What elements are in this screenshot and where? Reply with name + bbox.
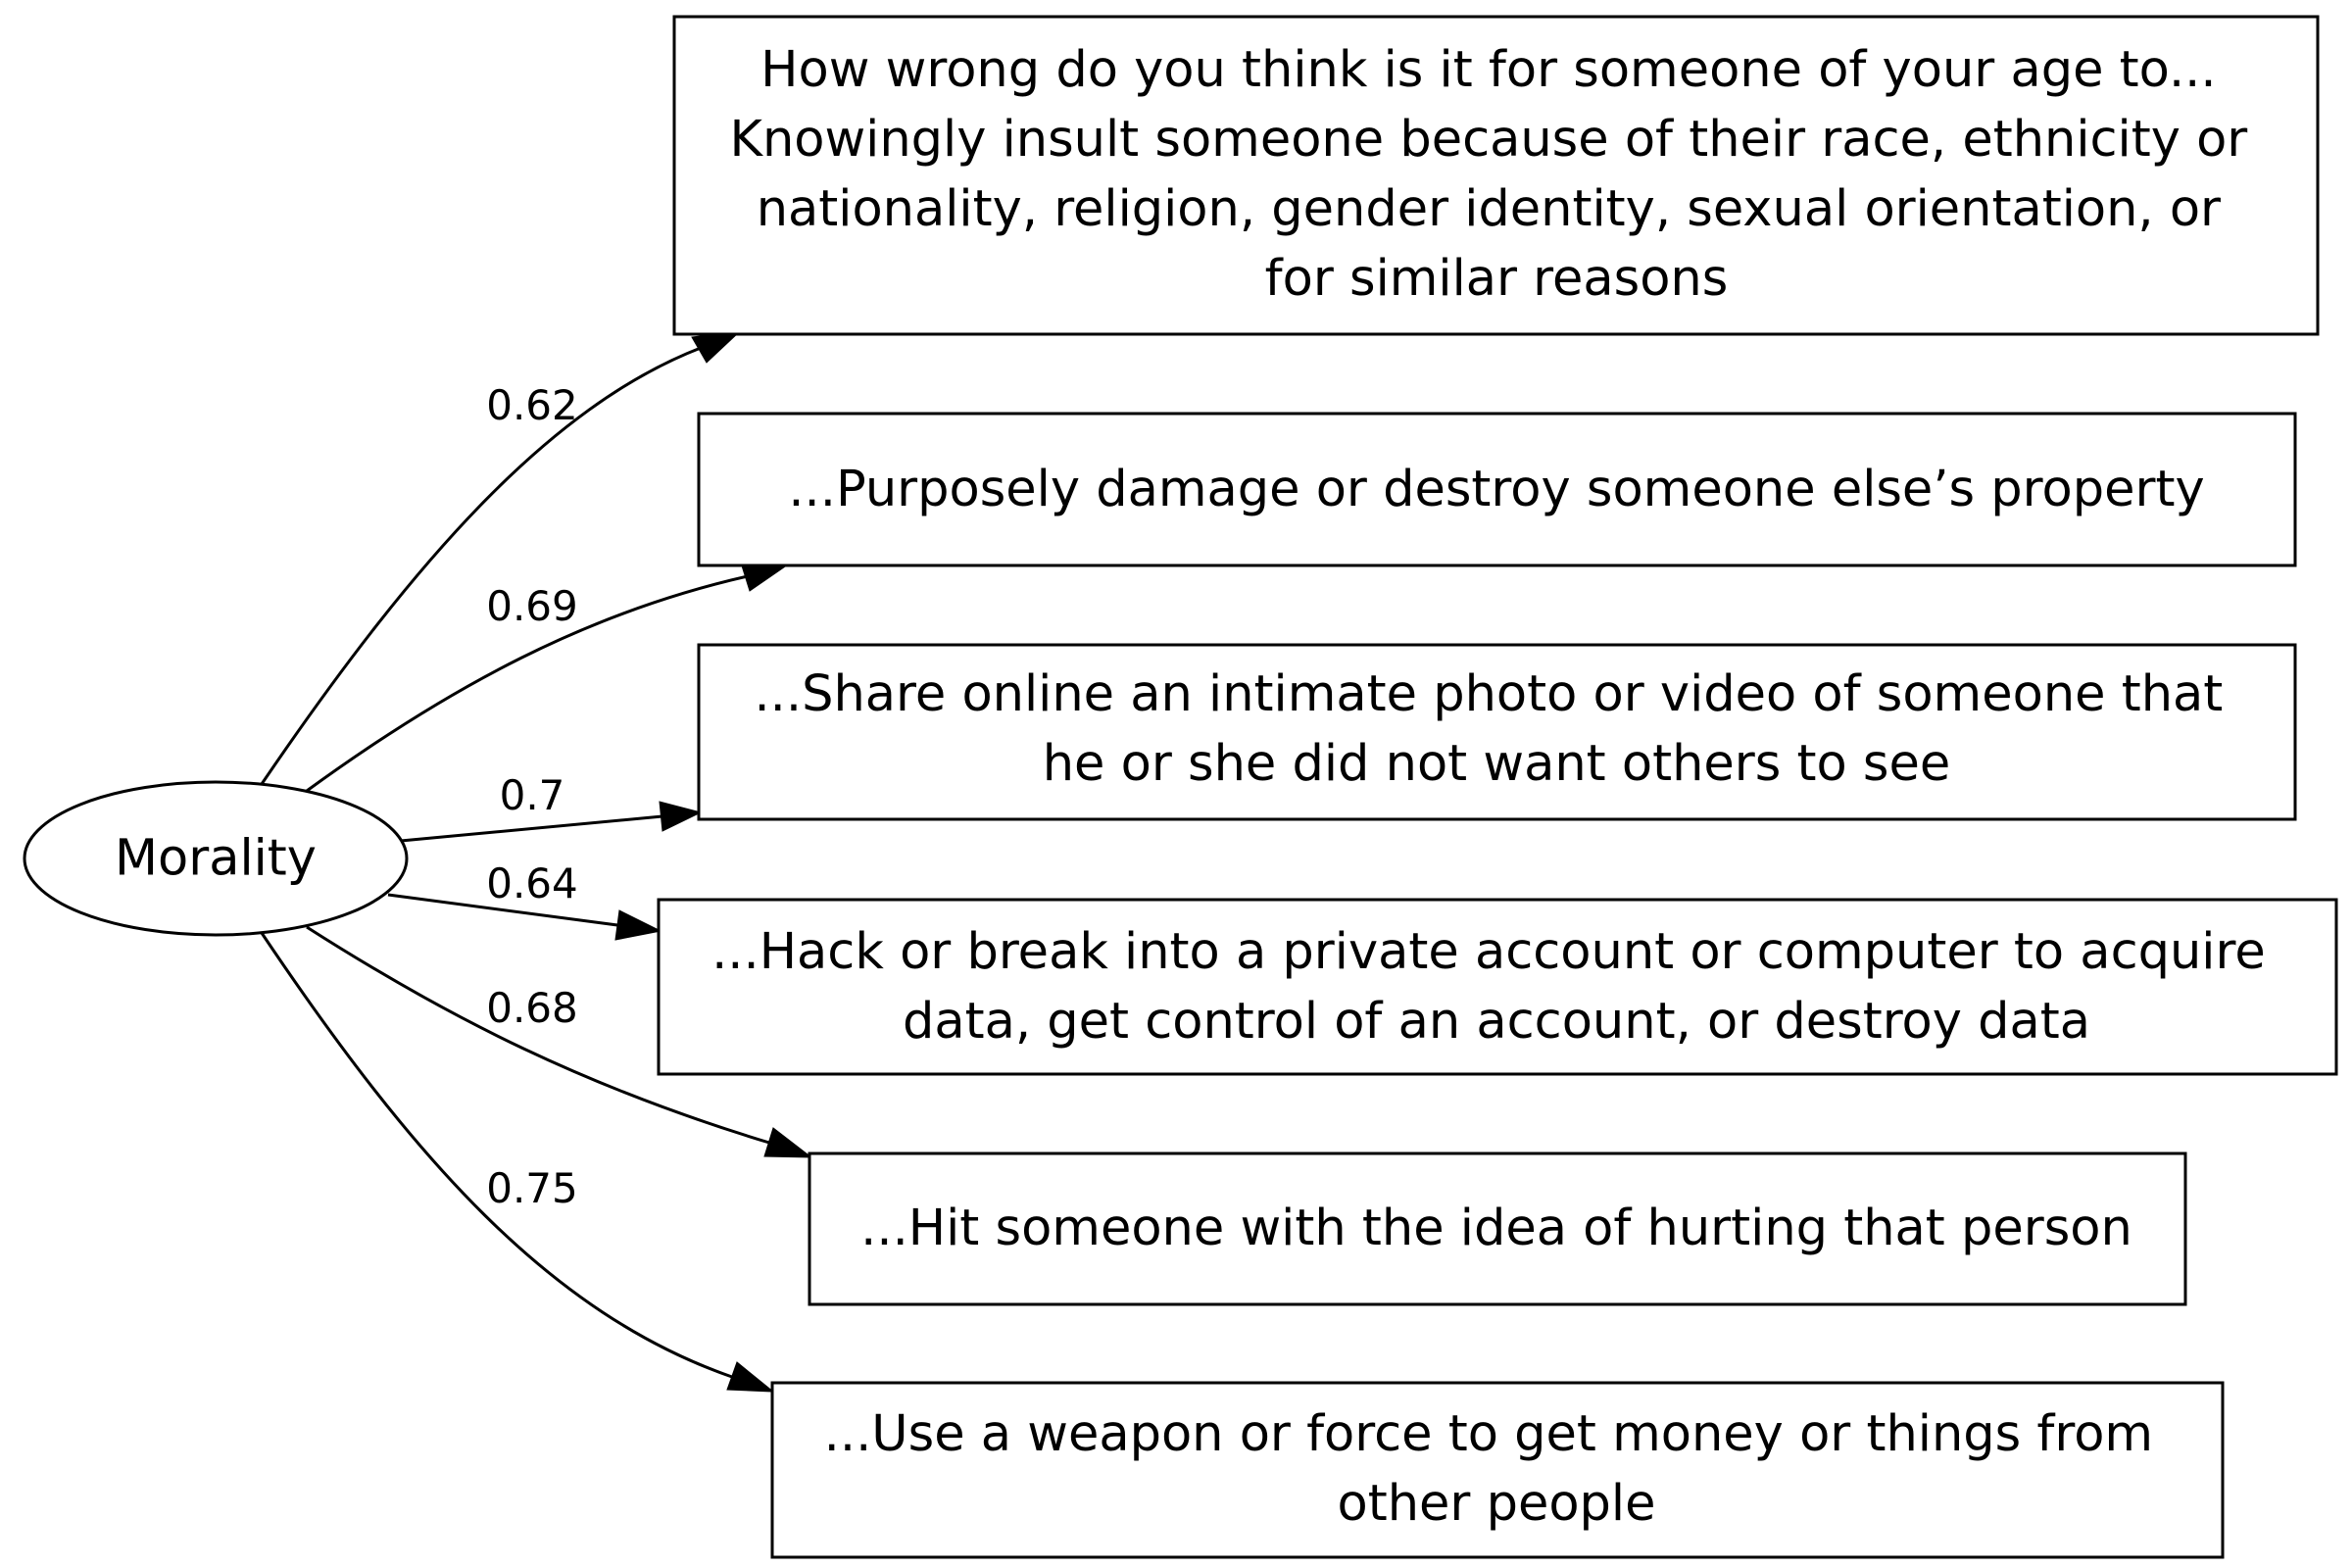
loading-label-item-5: 0.68 xyxy=(486,984,578,1032)
edge-labels: 0.62 0.69 0.7 0.64 0.68 0.75 xyxy=(486,381,578,1212)
item-text: ...Hack or break into a private account … xyxy=(711,923,2281,1051)
loading-label-item-6: 0.75 xyxy=(486,1164,578,1212)
item-text: ...Use a weapon or force to get money or… xyxy=(824,1405,2170,1533)
edge-morality-item-5 xyxy=(306,925,770,1145)
loading-label-item-4: 0.64 xyxy=(486,859,578,907)
item-node-6: ...Use a weapon or force to get money or… xyxy=(770,1381,2225,1559)
latent-node-morality: Morality xyxy=(23,780,409,937)
latent-label: Morality xyxy=(115,830,317,888)
edge-morality-item-2 xyxy=(306,574,749,793)
edge-morality-item-6 xyxy=(260,932,733,1379)
edges xyxy=(260,330,813,1393)
item-node-2: ...Purposely damage or destroy someone e… xyxy=(697,412,2297,567)
item-text: ...Hit someone with the idea of hurting … xyxy=(860,1200,2132,1257)
item-box xyxy=(672,15,2320,336)
item-node-4: ...Hack or break into a private account … xyxy=(657,898,2338,1076)
item-box xyxy=(697,643,2297,821)
item-box xyxy=(657,898,2338,1076)
arrowhead-item-4 xyxy=(614,909,662,941)
loading-label-item-3: 0.7 xyxy=(500,771,565,819)
item-box xyxy=(808,1152,2187,1306)
item-text: How wrong do you think is it for someone… xyxy=(730,41,2264,308)
edge-morality-item-3 xyxy=(400,814,663,843)
loading-label-item-2: 0.69 xyxy=(486,582,578,630)
loading-label-item-1: 0.62 xyxy=(486,381,578,429)
item-node-1: How wrong do you think is it for someone… xyxy=(672,15,2320,336)
arrowhead-item-1 xyxy=(691,330,742,364)
arrowhead-item-3 xyxy=(659,801,703,832)
latent-ellipse xyxy=(23,780,409,937)
arrowhead-item-6 xyxy=(726,1361,775,1393)
arrowhead-item-5 xyxy=(763,1127,813,1158)
item-text: ...Share online an intimate photo or vid… xyxy=(754,665,2238,793)
edge-morality-item-4 xyxy=(387,893,618,927)
item-text: ...Purposely damage or destroy someone e… xyxy=(788,461,2204,518)
item-node-3: ...Share online an intimate photo or vid… xyxy=(697,643,2297,821)
item-box xyxy=(697,412,2297,567)
item-box xyxy=(770,1381,2225,1559)
edge-morality-item-1 xyxy=(260,346,702,785)
item-node-5: ...Hit someone with the idea of hurting … xyxy=(808,1152,2187,1306)
